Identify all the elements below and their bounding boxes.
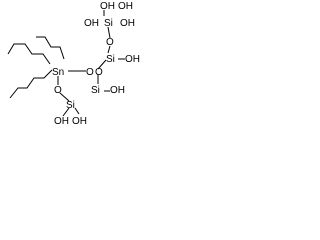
butyl-chain-2 xyxy=(36,36,65,60)
atom-si-upper: Si xyxy=(106,54,115,65)
butyl-chain-3 xyxy=(9,69,53,99)
atom-oh-top-3: OH xyxy=(84,18,99,29)
atom-o-bridge-3: O xyxy=(95,67,103,78)
atom-o-bridge-2: O xyxy=(86,67,94,78)
atom-oh-low-1: OH xyxy=(54,116,69,127)
atom-si-top: Si xyxy=(104,18,113,29)
bond-o-si-low xyxy=(59,92,70,102)
atom-oh-top-4: OH xyxy=(120,18,135,29)
atom-oh-top-2: OH xyxy=(118,1,133,12)
bond-si-low-oh2 xyxy=(74,107,80,115)
atom-si-low: Si xyxy=(66,100,75,111)
chemical-structure-diagram: OH OH OH Si OH O Sn Si OH O O O Si OH Si… xyxy=(7,1,140,127)
butyl-chains xyxy=(7,36,65,99)
butyl-chain-1 xyxy=(7,43,51,65)
atom-oh-top-1: OH xyxy=(100,1,115,12)
atom-sn: Sn xyxy=(52,67,64,78)
atom-labels: OH OH OH Si OH O Sn Si OH O O O Si OH Si… xyxy=(52,1,140,127)
bonds xyxy=(57,10,125,117)
atom-o-sn: O xyxy=(54,85,62,96)
atom-oh-low-2: OH xyxy=(72,116,87,127)
bond-si-upper-o xyxy=(107,45,111,54)
atom-oh-upper: OH xyxy=(125,54,140,65)
atom-o-bridge-1: O xyxy=(106,37,114,48)
atom-si-mid: Si xyxy=(91,85,100,96)
bond-o-si-top xyxy=(107,26,111,39)
bond-si-low-oh1 xyxy=(62,107,70,117)
bond-o-si-upper xyxy=(97,59,107,70)
atom-oh-mid: OH xyxy=(110,85,125,96)
